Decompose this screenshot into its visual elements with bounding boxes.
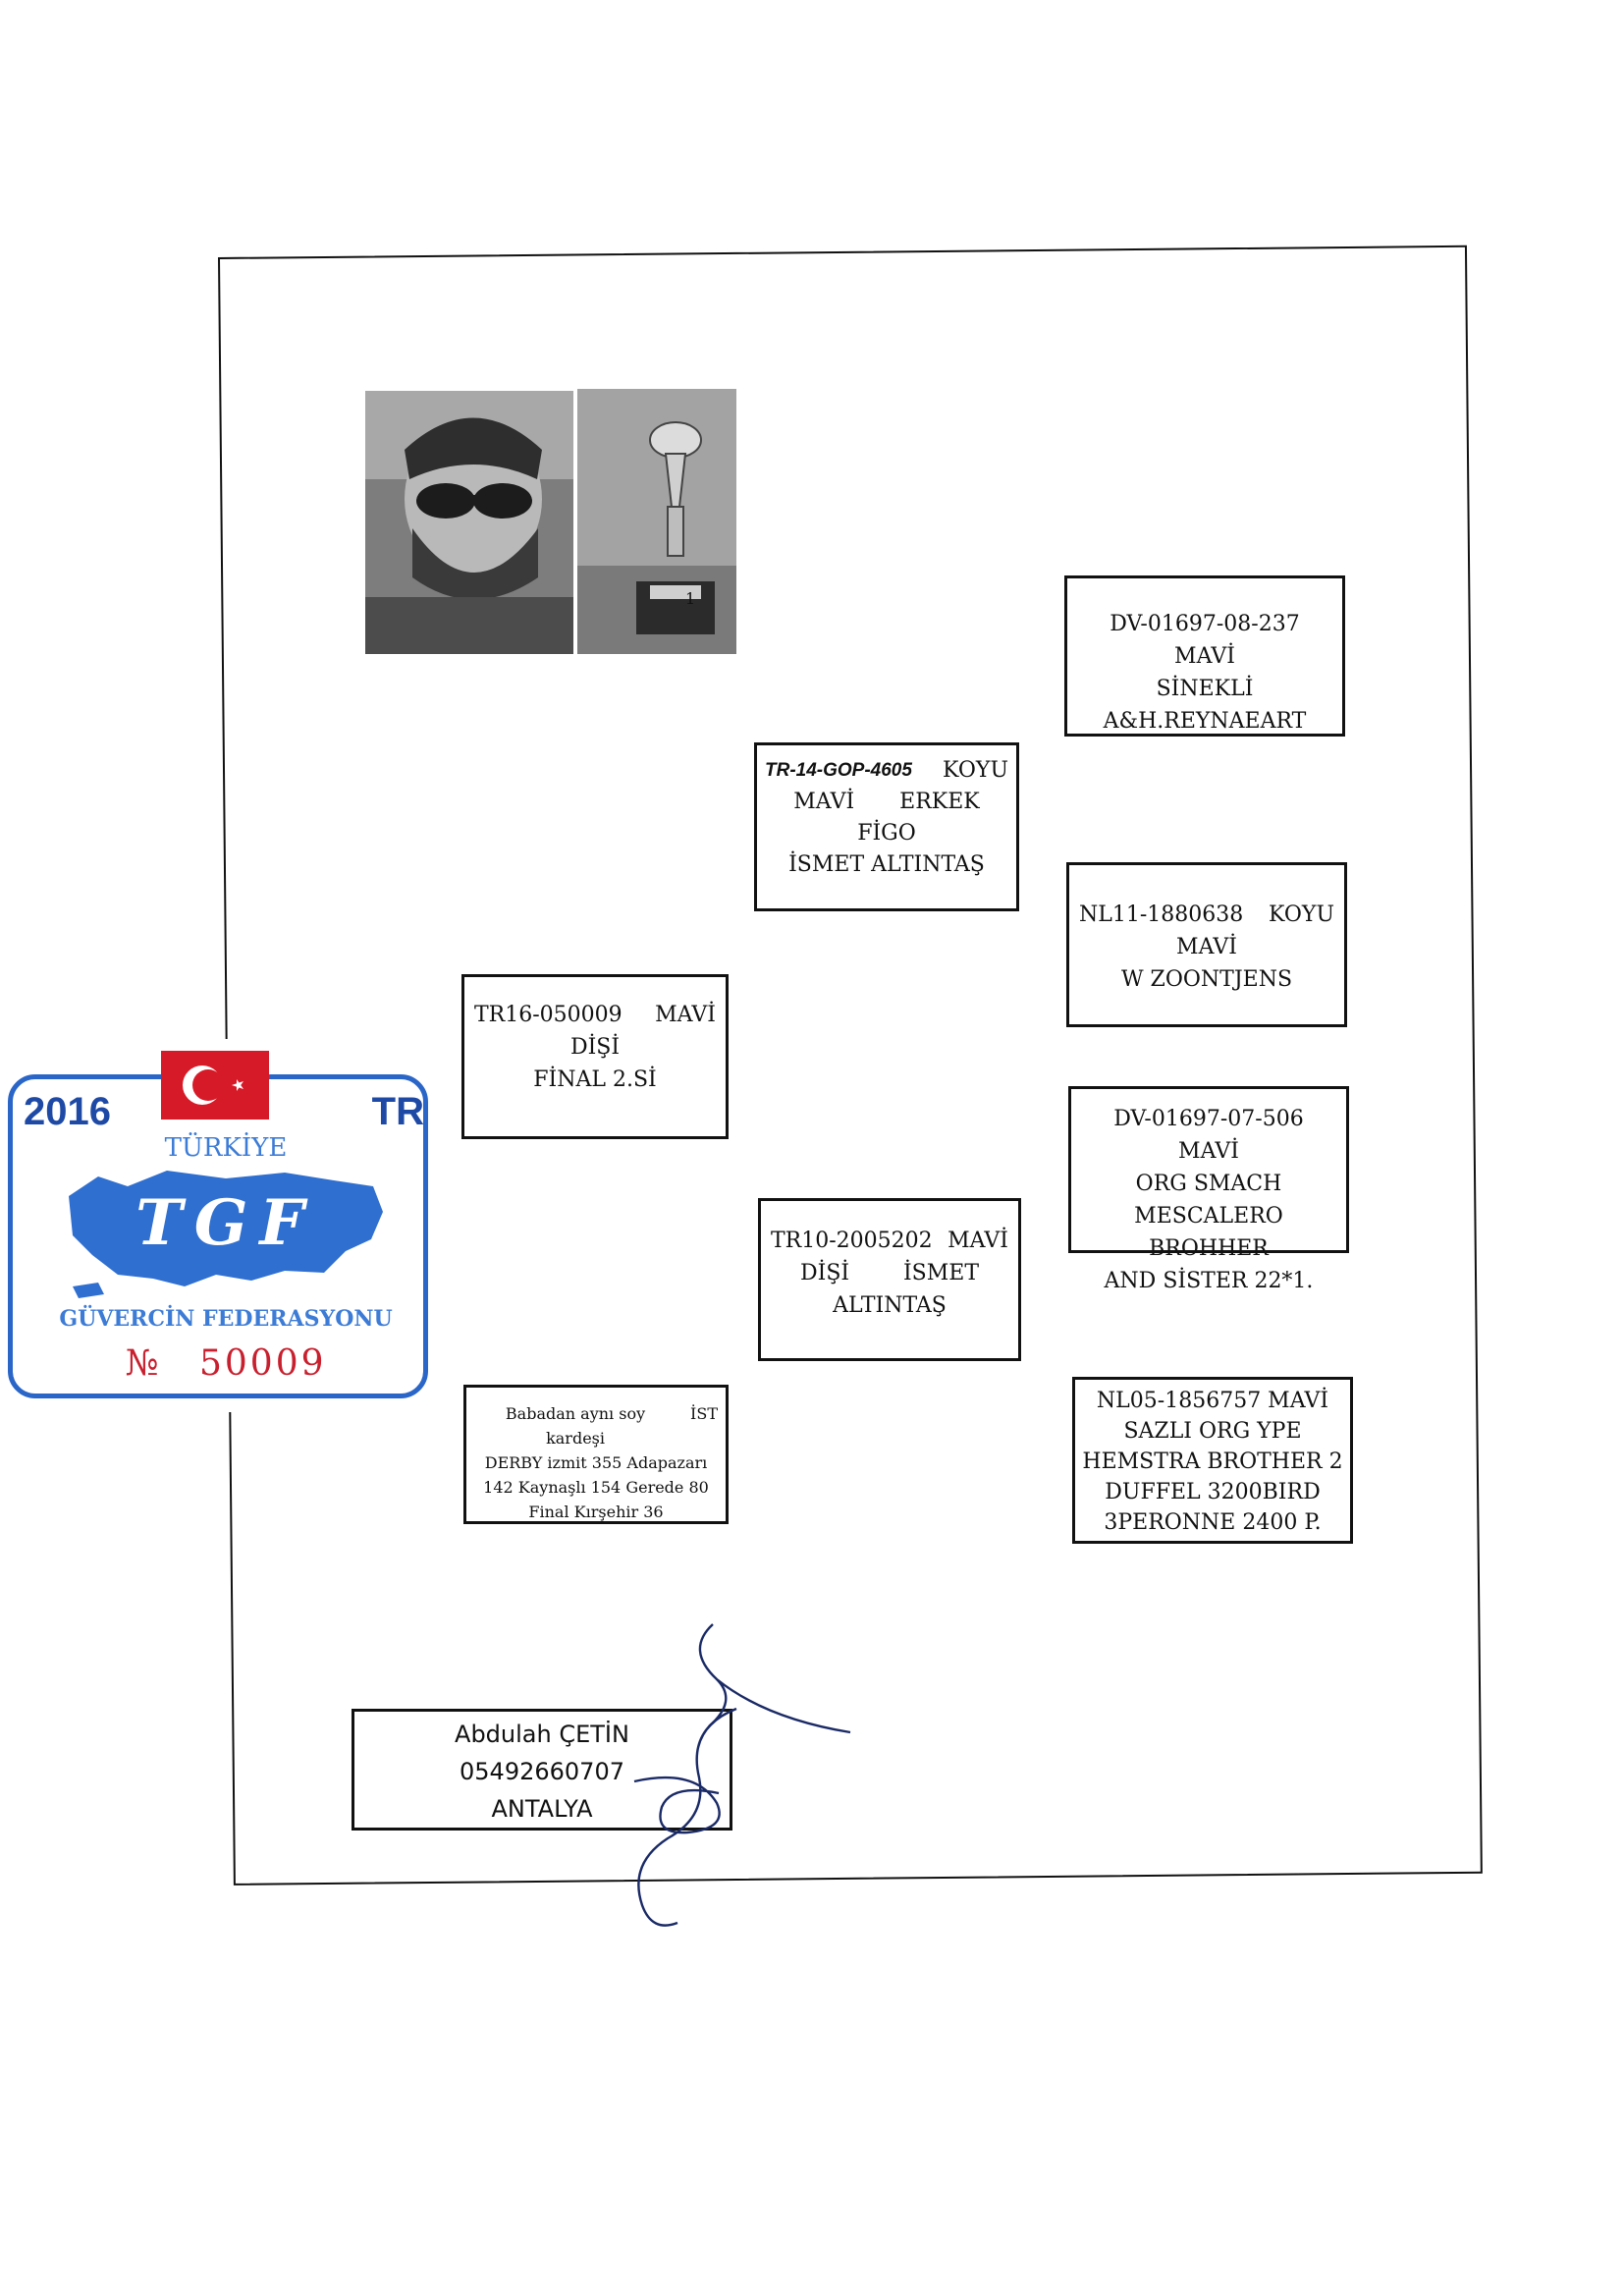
granddam-1-color: MAVİ — [1176, 935, 1237, 959]
subject-ring: TR16-050009 — [474, 1003, 623, 1027]
granddam-1-breeder: W ZOONTJENS — [1120, 967, 1293, 992]
race-note-line-1a: Babadan aynı soy kardeşi — [505, 1404, 646, 1448]
sire-owner: İSMET ALTINTAŞ — [788, 852, 985, 877]
grandsire-2-ring: DV-01697-07-506 MAVİ — [1113, 1107, 1304, 1164]
grandsire-1-type: SİNEKLİ — [1156, 677, 1254, 701]
granddam-1-box: NL11-1880638 KOYU MAVİ W ZOONTJENS — [1066, 862, 1347, 1027]
race-note-box: Babadan aynı soy kardeşi İST DERBY izmit… — [463, 1385, 729, 1524]
trophy-photo: 1 — [577, 389, 736, 654]
sire-color-word: KOYU — [943, 758, 1008, 783]
seal-bottom-text: GÜVERCİN FEDERASYONU — [59, 1306, 393, 1332]
grandsire-2-box: DV-01697-07-506 MAVİ ORG SMACH MESCALERO… — [1068, 1086, 1349, 1293]
grandsire-2-line: ORG SMACH — [1135, 1172, 1282, 1196]
subject-result: FİNAL 2.Sİ — [533, 1067, 657, 1092]
turkey-map-icon — [69, 1171, 383, 1298]
granddam-2-line: SAZLI ORG YPE — [1123, 1419, 1302, 1444]
owner-name: Abdulah ÇETİN — [455, 1721, 629, 1748]
grandsire-2-note: AND SİSTER 22*1. — [1104, 1269, 1314, 1293]
granddam-2-pedigree: HEMSTRA BROTHER 2 — [1082, 1449, 1343, 1474]
seal-number-sign: № — [125, 1343, 162, 1384]
grandsire-1-box: DV-01697-08-237 MAVİ SİNEKLİ A&H.REYNAEA… — [1064, 575, 1345, 737]
trophy-number: 1 — [685, 589, 696, 608]
owner-phone: 05492660707 — [460, 1758, 624, 1785]
subject-box: TR16-050009 MAVİ DİŞİ FİNAL 2.Sİ — [461, 974, 729, 1139]
granddam-2-box: NL05-1856757 MAVİ SAZLI ORG YPE HEMSTRA … — [1072, 1377, 1353, 1544]
granddam-1-ring-row: NL11-1880638 KOYU — [1079, 899, 1334, 931]
dam-color: MAVİ — [947, 1229, 1008, 1253]
dam-ring-row: TR10-2005202 MAVİ — [771, 1225, 1008, 1257]
sire-name: FİGO — [857, 821, 916, 846]
sire-ring-row: TR-14-GOP-4605 KOYU — [765, 755, 1008, 787]
trophy-icon — [577, 389, 736, 654]
subject-ring-row: TR16-050009 MAVİ — [474, 999, 716, 1031]
seal-country-code: TR — [371, 1090, 424, 1133]
granddam-2-result-1: DUFFEL 3200BIRD — [1105, 1480, 1321, 1504]
dam-sex-owner-row: DİŞİ İSMET — [771, 1257, 1008, 1289]
seal-number: 50009 — [199, 1343, 327, 1384]
race-note-line-4: Final Kırşehir 36 — [528, 1503, 664, 1521]
grandsire-2-pedigree: MESCALERO BROHHER — [1134, 1204, 1283, 1261]
owner-box: Abdulah ÇETİN 05492660707 ANTALYA — [352, 1709, 732, 1831]
subject-sex: DİŞİ — [569, 1035, 621, 1060]
granddam-1-ring: NL11-1880638 — [1079, 902, 1244, 927]
seal-top-text: TÜRKİYE — [164, 1133, 288, 1163]
race-note-line-1b: İST — [690, 1404, 718, 1423]
granddam-1-color-word: KOYU — [1269, 902, 1334, 927]
dam-owner-first: İSMET — [902, 1261, 979, 1285]
grandsire-1-breeder: A&H.REYNAEART — [1103, 709, 1307, 734]
granddam-2-result-2: 3PERONNE 2400 P. — [1104, 1510, 1322, 1535]
dam-sex: DİŞİ — [800, 1261, 850, 1285]
federation-seal: 2016 TR TÜRKİYE TGF GÜVERCİN FEDERASYONU… — [0, 1039, 452, 1412]
owner-photo — [365, 391, 573, 654]
sire-color-sex-row: MAVİ ERKEK — [765, 787, 1008, 818]
grandsire-1-ring: DV-01697-08-237 MAVİ — [1110, 612, 1300, 669]
sire-sex: ERKEK — [899, 790, 980, 814]
sire-box: TR-14-GOP-4605 KOYU MAVİ ERKEK FİGO İSME… — [754, 742, 1019, 911]
owner-photo-image — [365, 391, 573, 654]
subject-color: MAVİ — [655, 1003, 716, 1027]
owner-city: ANTALYA — [491, 1795, 593, 1823]
race-note-line-3: 142 Kaynaşlı 154 Gerede 80 — [483, 1478, 709, 1497]
seal-year: 2016 — [24, 1090, 111, 1133]
turkish-flag-icon — [161, 1051, 269, 1120]
dam-ring: TR10-2005202 — [771, 1229, 933, 1253]
seal-number-row: № 50009 — [0, 1343, 452, 1384]
seal-abbreviation: TGF — [135, 1186, 316, 1260]
race-note-row-1: Babadan aynı soy kardeşi İST — [474, 1401, 718, 1450]
sire-ring: TR-14-GOP-4605 — [765, 760, 912, 781]
sire-color: MAVİ — [793, 790, 855, 814]
dam-box: TR10-2005202 MAVİ DİŞİ İSMET ALTINTAŞ — [758, 1198, 1021, 1361]
signature — [633, 1623, 851, 1927]
race-note-line-2: DERBY izmit 355 Adapazarı — [484, 1453, 708, 1472]
dam-owner-last: ALTINTAŞ — [833, 1293, 947, 1318]
granddam-2-ring: NL05-1856757 MAVİ — [1096, 1389, 1329, 1413]
